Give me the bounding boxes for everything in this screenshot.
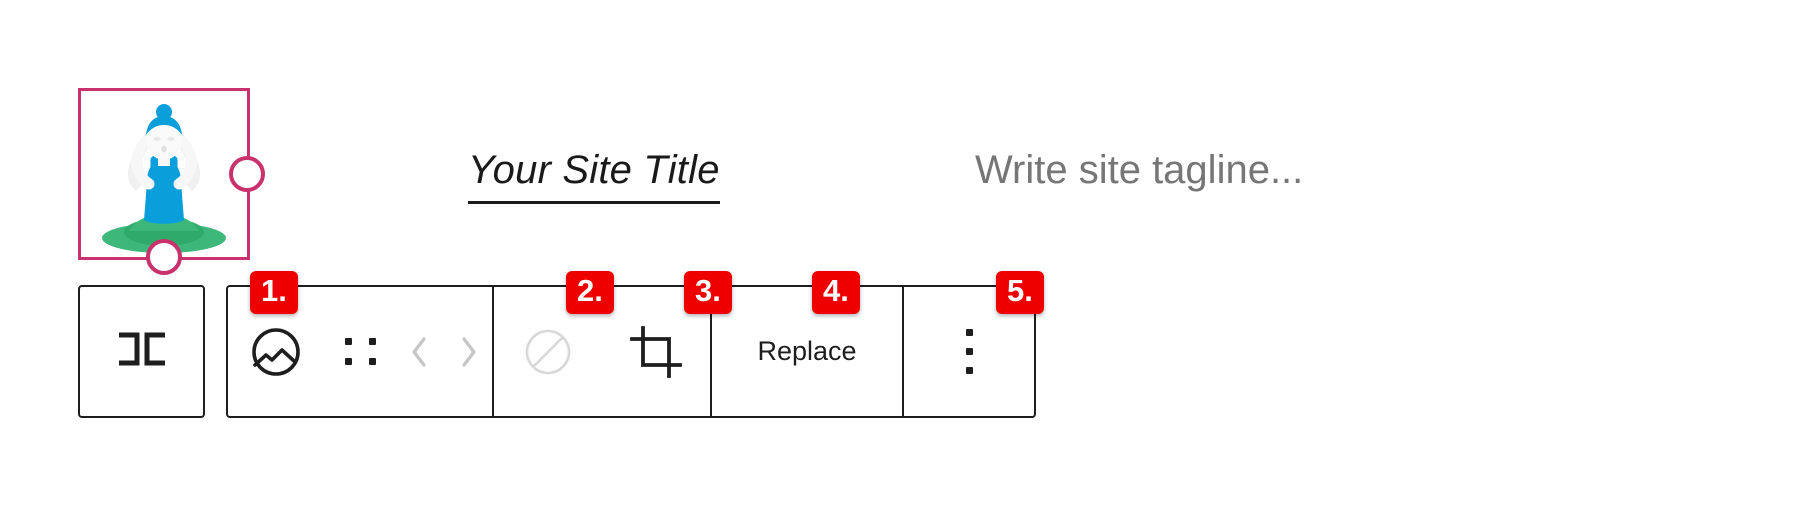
annotation-badge-4: 4. (812, 271, 860, 315)
group-block-icon (115, 329, 169, 374)
kebab-menu-icon (965, 329, 973, 374)
toolbar-group-block-type-and-move (228, 287, 494, 416)
more-options-button[interactable] (904, 287, 1034, 416)
chevron-left-icon (407, 332, 433, 372)
drag-handle-button[interactable] (324, 287, 396, 416)
site-logo-block-type-button[interactable] (228, 287, 324, 416)
site-logo-image[interactable] (81, 91, 247, 257)
toolbar-group-more (904, 287, 1034, 416)
move-block-left-button[interactable] (396, 287, 444, 416)
site-logo-block[interactable] (78, 88, 265, 275)
replace-button[interactable]: Replace (712, 287, 902, 416)
resize-handle-bottom[interactable] (146, 239, 182, 275)
site-title[interactable]: Your Site Title (468, 148, 720, 204)
no-filter-icon (522, 326, 574, 378)
annotation-badge-1: 1. (250, 271, 298, 315)
site-logo-icon (249, 325, 303, 379)
select-parent-block-button[interactable] (78, 285, 205, 418)
toolbar-group-replace: Replace (712, 287, 904, 416)
crop-button[interactable] (602, 287, 710, 416)
annotation-badge-2: 2. (566, 271, 614, 315)
site-header-preview: Your Site Title Write site tagline... (78, 88, 1304, 275)
annotation-badge-3: 3. (684, 271, 732, 315)
move-block-right-button[interactable] (444, 287, 492, 416)
toolbar-group-image-style (494, 287, 712, 416)
no-filter-button[interactable] (494, 287, 602, 416)
site-tagline-placeholder[interactable]: Write site tagline... (975, 148, 1304, 192)
resize-handle-right[interactable] (229, 156, 265, 192)
annotation-badge-5: 5. (996, 271, 1044, 315)
block-toolbar: Replace (226, 285, 1036, 418)
chevron-right-icon (455, 332, 481, 372)
crop-icon (629, 325, 683, 379)
drag-handle-icon (344, 338, 376, 365)
